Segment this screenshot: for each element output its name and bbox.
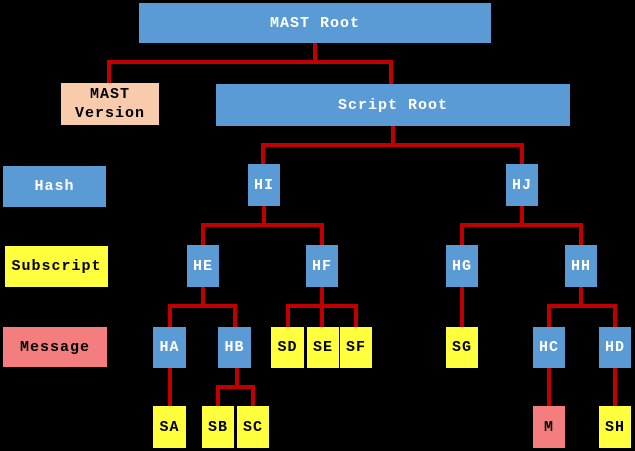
edge-line	[216, 387, 220, 406]
edge-line	[313, 43, 317, 64]
edge-line	[201, 223, 324, 227]
edge-line	[547, 368, 551, 406]
node-mast-root: MAST Root	[139, 3, 491, 43]
edge-line	[261, 143, 524, 147]
node-hc: HC	[533, 327, 565, 368]
edge-line	[579, 225, 583, 245]
node-sb: SB	[202, 406, 234, 448]
node-hi: HI	[248, 164, 280, 206]
node-m: M	[533, 406, 565, 448]
edge-line	[261, 145, 265, 164]
edge-line	[262, 206, 266, 225]
node-se: SE	[307, 327, 339, 368]
node-ha: HA	[153, 327, 186, 368]
node-mast-version: MAST Version	[61, 83, 159, 125]
legend-hash: Hash	[3, 166, 106, 207]
node-hf: HF	[306, 245, 338, 287]
node-sf: SF	[340, 327, 372, 368]
edge-line	[107, 60, 393, 64]
edge-line	[547, 306, 551, 327]
node-script-root: Script Root	[216, 84, 570, 126]
node-sg: SG	[446, 327, 478, 368]
edge-line	[201, 287, 205, 306]
node-hb: HB	[218, 327, 251, 368]
node-sa: SA	[153, 406, 186, 448]
node-hd: HD	[599, 327, 631, 368]
edge-line	[201, 225, 205, 245]
edge-line	[286, 306, 290, 327]
edge-line	[520, 206, 524, 225]
edge-line	[107, 62, 111, 83]
node-sh: SH	[599, 406, 631, 448]
node-hh: HH	[565, 245, 597, 287]
node-sd: SD	[271, 327, 304, 368]
edge-line	[286, 304, 358, 308]
edge-line	[460, 287, 464, 327]
edge-line	[613, 306, 617, 327]
edge-line	[168, 306, 172, 327]
edge-line	[460, 225, 464, 245]
edge-line	[251, 387, 255, 406]
edge-line	[320, 225, 324, 245]
edge-line	[235, 368, 239, 387]
legend-subscript: Subscript	[5, 246, 108, 287]
edge-line	[547, 304, 617, 308]
edge-line	[579, 287, 583, 306]
edge-line	[216, 385, 255, 389]
edge-line	[233, 306, 237, 327]
edge-line	[391, 126, 395, 147]
node-hg: HG	[446, 245, 478, 287]
edge-line	[354, 306, 358, 327]
edge-line	[520, 145, 524, 164]
edge-line	[389, 62, 393, 84]
edge-line	[460, 223, 583, 227]
edge-line	[613, 368, 617, 406]
edge-line	[168, 304, 237, 308]
edge-line	[168, 368, 172, 406]
node-he: HE	[187, 245, 219, 287]
node-sc: SC	[237, 406, 269, 448]
node-hj: HJ	[506, 164, 538, 206]
legend-message: Message	[3, 327, 107, 367]
